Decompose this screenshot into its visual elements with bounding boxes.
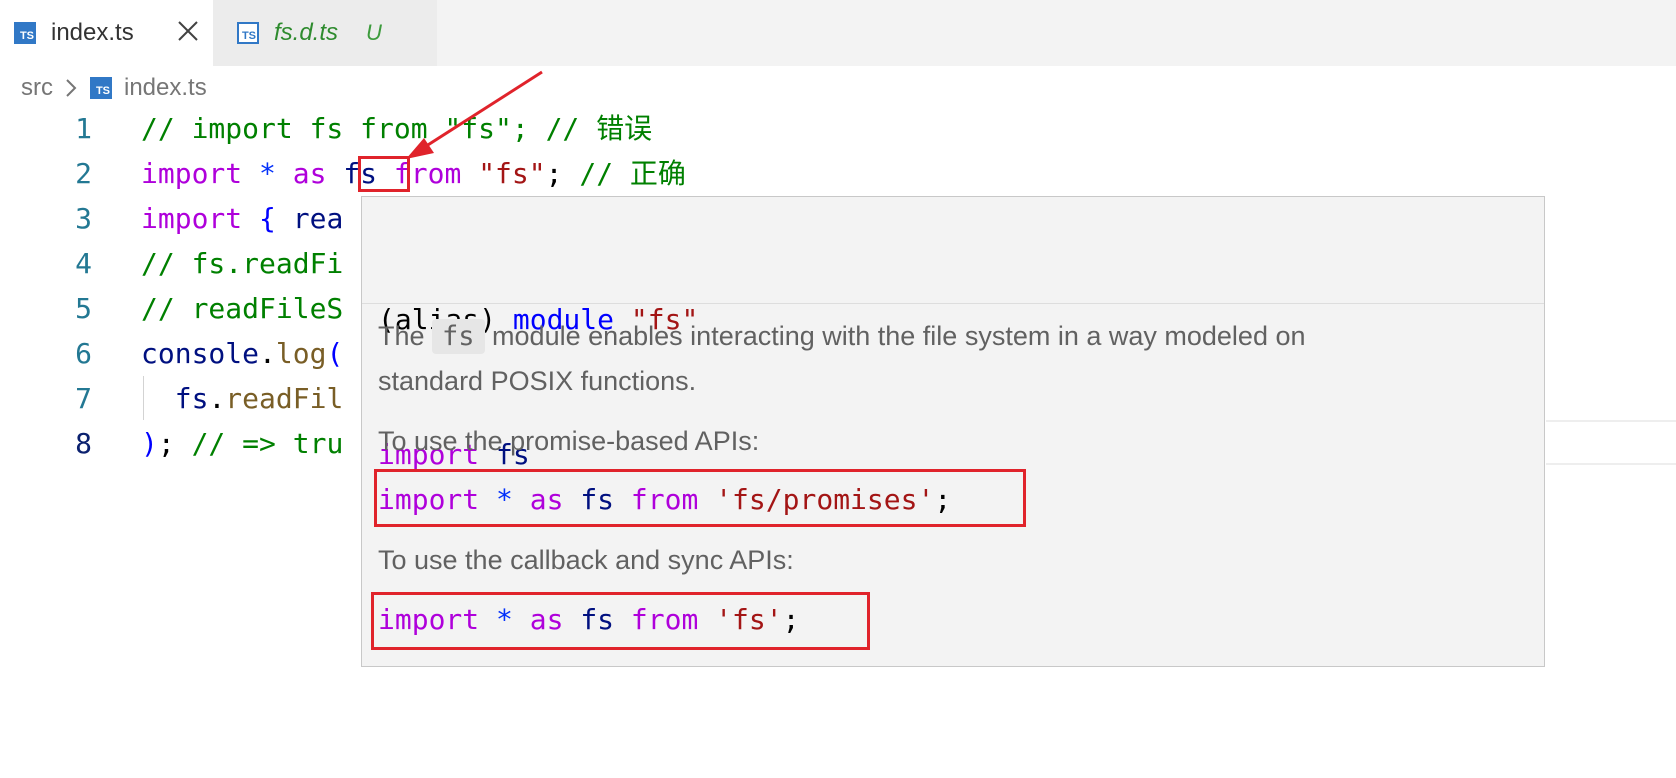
code-token: // readFileS xyxy=(141,292,344,325)
tab-bar: TS index.ts TS fs.d.ts U xyxy=(0,0,1676,66)
line-number: 1 xyxy=(75,112,92,145)
code-token: rea xyxy=(275,202,344,235)
divider xyxy=(362,303,1544,304)
typescript-file-icon: TS xyxy=(14,22,36,44)
code-token: from xyxy=(630,483,699,516)
chevron-right-icon xyxy=(66,79,77,97)
line-number: 2 xyxy=(75,157,92,190)
code-token: ) xyxy=(141,427,158,460)
code-token: // fs.readFi xyxy=(141,247,344,280)
doc-heading: To use the callback and sync APIs: xyxy=(378,545,794,575)
code-token: readFil xyxy=(225,382,344,415)
line-number: 3 xyxy=(75,202,92,235)
code-token: 'fs/promises' xyxy=(715,483,935,516)
tab-label: fs.d.ts xyxy=(274,19,339,46)
close-icon[interactable] xyxy=(176,19,200,43)
code-token: module xyxy=(512,303,615,336)
code-token: console xyxy=(141,337,260,370)
current-line-highlight xyxy=(1546,420,1676,465)
code-token: fs xyxy=(496,438,530,471)
code-token: "fs" xyxy=(478,157,546,190)
code-token: 'fs' xyxy=(715,603,783,636)
code-token: ; xyxy=(545,157,580,190)
highlight-box xyxy=(371,592,870,650)
breadcrumb-file[interactable]: index.ts xyxy=(124,74,207,101)
untracked-status-badge: U xyxy=(366,20,382,45)
code-text: ); // => tru xyxy=(141,421,343,466)
typescript-file-icon: TS xyxy=(90,77,112,99)
code-token: fs xyxy=(580,483,615,516)
code-token: // => tru xyxy=(191,427,344,460)
code-text: // readFileS xyxy=(141,286,343,331)
doc-heading: To use the promise-based APIs: xyxy=(378,426,760,456)
code-token: import xyxy=(141,157,243,190)
code-token: // import fs from "fs"; // 错误 xyxy=(141,112,653,145)
code-token: ( xyxy=(326,337,344,370)
typescript-definition-file-icon: TS xyxy=(237,22,259,44)
code-token: import xyxy=(378,483,480,516)
code-token: . xyxy=(259,337,276,370)
code-token xyxy=(276,157,293,190)
code-token: * xyxy=(259,157,276,190)
signature-line: import fs xyxy=(378,432,698,477)
indent-guide xyxy=(143,376,144,420)
code-token: as xyxy=(292,157,327,190)
code-token xyxy=(242,157,259,190)
code-token: ; xyxy=(934,483,952,516)
code-token: . xyxy=(208,382,226,415)
code-token: as xyxy=(529,483,564,516)
code-text: import { rea xyxy=(141,196,343,241)
code-token: from xyxy=(393,157,462,190)
code-token: import xyxy=(141,202,243,235)
line-number: 8 xyxy=(75,427,92,460)
code-token: from xyxy=(630,603,699,636)
code-text: // import fs from "fs"; // 错误 xyxy=(141,106,652,151)
code-token: fs xyxy=(141,382,209,415)
code-text: fs.readFil xyxy=(141,376,344,421)
code-token: import xyxy=(378,438,480,471)
code-token: "fs" xyxy=(630,303,699,336)
highlight-box xyxy=(374,469,1026,527)
doc-text: standard POSIX functions. xyxy=(378,366,697,396)
inline-code: fs xyxy=(432,319,485,354)
hover-tooltip: (alias) module "fs" import fs The fs mod… xyxy=(361,196,1545,667)
line-number: 7 xyxy=(75,382,92,415)
code-token: ; xyxy=(782,603,800,636)
code-token: fs xyxy=(580,603,615,636)
code-snippet: import * as fs from 'fs/promises'; xyxy=(378,477,951,522)
code-snippet: import * as fs from 'fs'; xyxy=(378,597,799,642)
code-token: import xyxy=(378,603,480,636)
tab-index-ts[interactable]: TS index.ts xyxy=(0,0,213,66)
code-token xyxy=(461,157,478,190)
code-token: { xyxy=(259,202,276,235)
code-token xyxy=(242,202,259,235)
line-number: 4 xyxy=(75,247,92,280)
tab-fs-d-ts[interactable]: TS fs.d.ts U xyxy=(213,0,437,66)
doc-text: The fs module enables interacting with t… xyxy=(378,319,1306,354)
code-token: ; xyxy=(157,427,192,460)
code-token: * xyxy=(496,483,513,516)
code-token xyxy=(326,157,343,190)
line-number: 5 xyxy=(75,292,92,325)
code-token: log xyxy=(275,337,327,370)
line-number: 6 xyxy=(75,337,92,370)
code-token: as xyxy=(529,603,564,636)
highlight-box xyxy=(358,156,410,192)
code-token: // 正确 xyxy=(579,157,686,190)
code-text: console.log( xyxy=(141,331,343,376)
tab-label: index.ts xyxy=(51,19,134,46)
code-token: * xyxy=(496,603,513,636)
code-text: import * as fs from "fs"; // 正确 xyxy=(141,151,686,196)
breadcrumb: src TS index.ts xyxy=(21,72,207,104)
code-text: // fs.readFi xyxy=(141,241,343,286)
breadcrumb-folder[interactable]: src xyxy=(21,74,53,101)
